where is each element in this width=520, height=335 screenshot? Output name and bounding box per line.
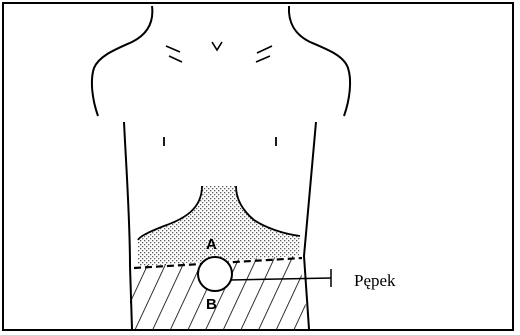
navel-circle xyxy=(198,257,232,291)
sternal-notch-mark xyxy=(212,42,222,50)
torso-right-side xyxy=(304,122,316,329)
clavicle-right-mark xyxy=(256,46,272,62)
region-a-label: A xyxy=(206,237,217,252)
torso-diagram xyxy=(4,4,512,329)
neck-left-line xyxy=(92,6,152,116)
region-b-label: B xyxy=(206,297,217,312)
clavicle-left-mark xyxy=(166,46,182,62)
neck-right-line xyxy=(289,6,350,116)
figure-frame: A B Pępek xyxy=(2,2,514,331)
navel-label: Pępek xyxy=(354,272,396,289)
